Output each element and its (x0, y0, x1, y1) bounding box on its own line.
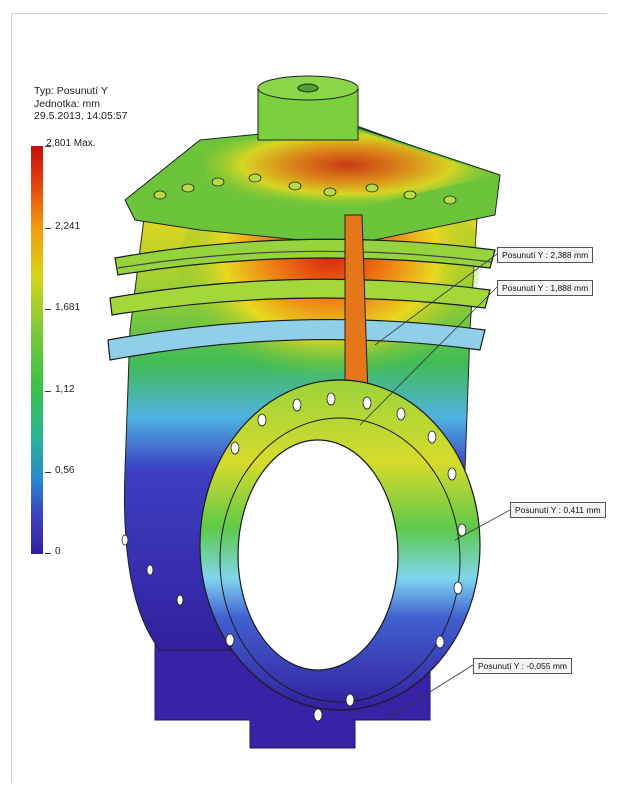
scale-tick (45, 228, 51, 229)
scale-label: 1,681 (55, 302, 81, 313)
scale-tick (45, 309, 51, 310)
scale-tick (45, 391, 51, 392)
scale-tick (45, 553, 51, 554)
front-flange (199, 379, 481, 711)
scale-tick (45, 472, 51, 473)
callout-probe-3[interactable]: Posunutí Y : 0,411 mm (510, 502, 606, 518)
callout-probe-4[interactable]: Posunutí Y : -0,055 mm (473, 658, 572, 674)
viewport-frame (11, 13, 607, 783)
result-info: Typ: Posunutí Y Jednotka: mm 29.5.2013, … (34, 85, 127, 123)
scale-label-max: 2,801 Max. (46, 138, 96, 149)
scale-label: 2,241 (55, 221, 81, 232)
scale-tick (45, 146, 51, 147)
callout-probe-2[interactable]: Posunutí Y : 1,888 mm (497, 280, 594, 296)
bolt-holes (121, 392, 467, 722)
bonnet-top (124, 75, 501, 246)
result-datetime: 29.5.2013, 14:05:57 (34, 110, 128, 122)
result-type: Typ: Posunutí Y (34, 85, 108, 97)
scale-label: 1,12 (55, 384, 75, 395)
cooling-fins (107, 238, 496, 361)
scale-label-min: 0 (55, 546, 61, 557)
color-scale-bar (31, 146, 43, 554)
scale-label: 0,56 (55, 465, 75, 476)
bonnet-bolts (153, 173, 457, 205)
callout-probe-1[interactable]: Posunutí Y : 2,388 mm (497, 247, 594, 263)
result-unit: Jednotka: mm (34, 97, 100, 110)
callout-leaders (359, 253, 511, 721)
